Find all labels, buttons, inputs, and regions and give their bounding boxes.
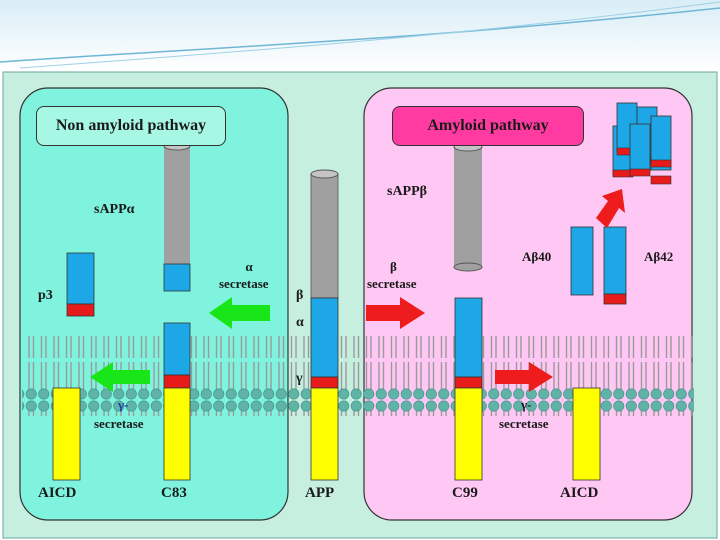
gamma-site-label: γ xyxy=(296,371,303,386)
aicd-right-fragment xyxy=(572,387,601,481)
alpha-secretase-label-symbol: α xyxy=(245,259,253,274)
p3-label: p3 xyxy=(38,288,53,303)
gamma-secretase-right-text: secretase xyxy=(499,416,549,431)
alpha-secretase-arrow xyxy=(209,297,270,329)
ab40-label: Aβ40 xyxy=(522,249,552,264)
gamma-secretase-left-arrow xyxy=(90,362,150,392)
sappb-label: sAPPβ xyxy=(387,184,428,199)
ab40-fragment xyxy=(570,226,594,296)
app-protein xyxy=(310,169,339,481)
gamma-secretase-right-symbol: γ- xyxy=(521,397,532,412)
c99-fragment xyxy=(454,297,483,481)
ab42-fragment xyxy=(603,226,627,305)
gamma-secretase-left-text: secretase xyxy=(94,416,144,431)
header-band xyxy=(0,0,720,70)
beta-secretase-label-symbol: β xyxy=(390,259,397,274)
header-swoosh xyxy=(0,7,720,63)
p3-fragment xyxy=(66,252,95,317)
alpha-site-label: α xyxy=(296,315,304,330)
gamma-secretase-left-symbol: γ- xyxy=(118,397,129,412)
alpha-secretase-label-text: secretase xyxy=(219,276,269,291)
aggregation-arrow xyxy=(596,189,625,228)
header-swoosh-2 xyxy=(19,1,720,69)
aicd-right-label: AICD xyxy=(560,485,599,501)
amyloid-title: Amyloid pathway xyxy=(392,106,584,146)
app-label: APP xyxy=(305,485,335,501)
c83-fragment xyxy=(163,141,191,481)
ab-aggregate xyxy=(612,102,672,185)
gamma-secretase-right-arrow xyxy=(495,362,553,392)
c99-label: C99 xyxy=(452,485,478,501)
sappb-fragment xyxy=(453,142,483,272)
beta-secretase-label-text: secretase xyxy=(367,276,417,291)
aicd-left-label: AICD xyxy=(38,485,77,501)
beta-site-label: β xyxy=(296,288,304,303)
beta-secretase-arrow xyxy=(366,297,425,329)
sappa-label: sAPPα xyxy=(94,202,135,217)
ab42-label: Aβ42 xyxy=(644,249,674,264)
c83-label: C83 xyxy=(161,485,187,501)
non-amyloid-title: Non amyloid pathway xyxy=(36,106,226,146)
aicd-left-fragment xyxy=(52,387,81,481)
